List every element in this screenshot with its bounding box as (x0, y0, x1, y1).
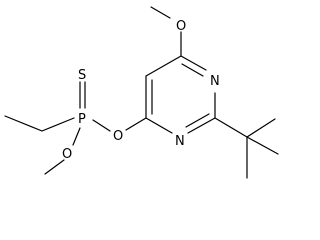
atom-label-n-ring-upper: N (210, 74, 220, 89)
atom-label-sulfur: S (78, 68, 86, 83)
bond-layer (4, 6, 279, 179)
atom-label-n-ring-lower: N (175, 134, 185, 149)
bond-ring-c4-n3 (145, 117, 173, 134)
bond-c4-o-ester (125, 117, 147, 131)
label-layer: O N N O P S O (62, 19, 220, 162)
bond-p-o-methoxy (72, 127, 81, 146)
structure-canvas: O N N O P S O (4, 6, 279, 179)
bond-ring-c6-c5 (145, 55, 182, 77)
bond-ring-n3-c2 (187, 117, 216, 134)
atom-label-phosphorus: P (78, 112, 86, 127)
bond-ethyl-ch2-ch3 (4, 115, 43, 132)
bond-ring-n1-c6 (180, 55, 207, 71)
atom-label-o-methoxy-top: O (176, 19, 186, 34)
atom-label-o-methoxy-p: O (62, 147, 72, 162)
molecular-structure-diagram: O N N O P S O (4, 6, 279, 179)
bond-c2-tbutyl-quat (214, 117, 248, 138)
bond-tbutyl-me1 (246, 118, 276, 138)
bond-p-ethyl-ch2 (41, 117, 75, 132)
bond-o-ester-p (92, 119, 111, 132)
atom-label-o-ester: O (113, 129, 123, 144)
bond-methyl-o-top (150, 6, 171, 19)
bond-ring-n1-c6-inner (181, 63, 204, 77)
bond-tbutyl-me2 (246, 136, 279, 155)
bond-ring-n3-c2-inner (185, 113, 210, 128)
bond-o-methoxy-methyl (44, 159, 65, 175)
